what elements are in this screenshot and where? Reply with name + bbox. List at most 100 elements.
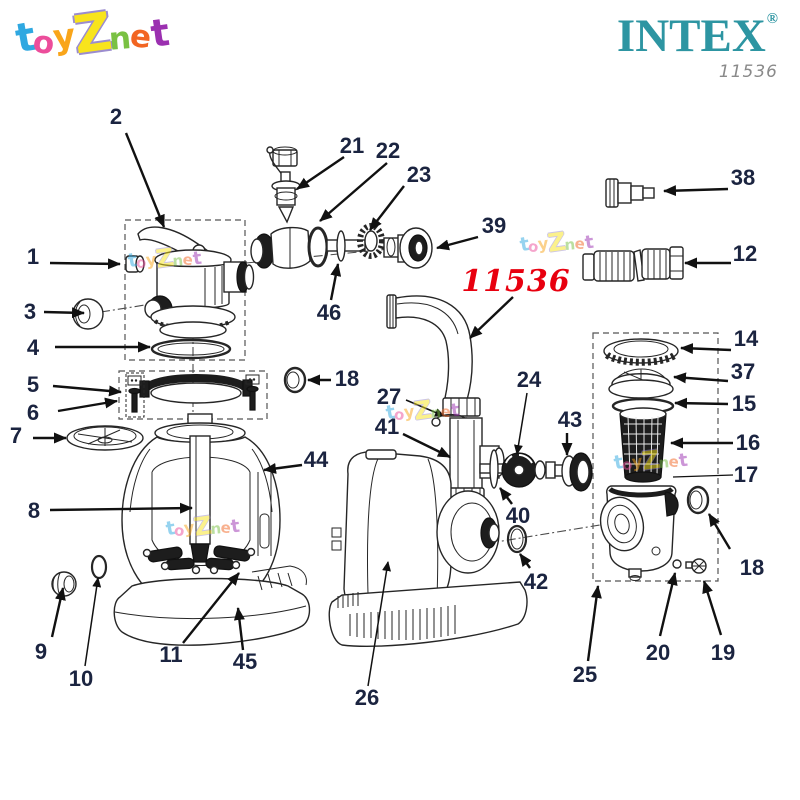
part-17-leader: [672, 474, 734, 478]
interconnect-hose-drawing: [582, 246, 684, 282]
tank-oring-drawing: [90, 554, 108, 580]
air-release-valve-drawing: [266, 146, 301, 224]
part-8-arrow: [49, 502, 193, 514]
part-label-16: 16: [736, 430, 760, 455]
part-label-8: 8: [28, 498, 40, 523]
part-label-6: 6: [27, 400, 39, 425]
part-3-arrow: [43, 307, 85, 319]
part-15-arrow: [674, 397, 729, 409]
logo-letter: t: [148, 9, 173, 57]
part-20-arrow: [658, 572, 678, 637]
part-5-arrow: [52, 384, 122, 397]
part-label-4: 4: [27, 335, 40, 360]
part-40-arrow: [499, 487, 513, 505]
check-ball-drawing: [672, 559, 682, 569]
part-41-arrow: [402, 432, 451, 459]
part-label-7: 7: [10, 423, 22, 448]
six-way-valve-drawing: [137, 226, 255, 339]
part-label-23: 23: [407, 162, 431, 187]
part-14-arrow: [680, 342, 732, 354]
part-label-37: 37: [731, 359, 755, 384]
air-valve-screw-drawing: [685, 558, 707, 574]
part-label-40: 40: [506, 503, 530, 528]
part-45-arrow: [233, 607, 245, 651]
part-2-arrow: [124, 132, 166, 228]
part-label-9: 9: [35, 639, 47, 664]
part-label-21: 21: [340, 133, 364, 158]
part-42-arrow: [519, 553, 532, 569]
part-label-3: 3: [24, 299, 36, 324]
part-44-arrow: [263, 462, 303, 474]
model-callout-arrow: [469, 296, 514, 339]
part-label-5: 5: [27, 372, 39, 397]
clamp-ring-drawing: [125, 372, 260, 418]
part-label-2: 2: [110, 104, 122, 129]
brand-block: INTEX® 11536: [616, 10, 778, 83]
part-1-arrow: [49, 258, 121, 270]
part-label-1: 1: [27, 244, 39, 269]
part-label-42: 42: [524, 569, 548, 594]
part-37-arrow: [673, 372, 729, 384]
motor-pump-drawing: [328, 449, 528, 647]
part-label-43: 43: [558, 407, 582, 432]
valve-piping-assembly-drawing: [250, 223, 433, 269]
part-6-arrow: [57, 397, 118, 413]
part-labels: 1 2 3 4 5 6 7 8 9 10 11 12 14 15 16 17 1…: [10, 104, 764, 710]
part-11-arrow: [182, 572, 240, 644]
registered-mark: ®: [766, 11, 778, 27]
part-label-22: 22: [376, 138, 400, 163]
part-label-17: 17: [734, 462, 758, 487]
valve-oring-drawing: [150, 338, 232, 360]
part-18-right-arrow: [707, 513, 732, 550]
grommet-right-drawing: [686, 485, 710, 515]
impeller-group-drawing: [479, 449, 593, 492]
filter-housing-drawing: [599, 338, 679, 581]
grommet-left-drawing: [283, 366, 307, 394]
brand-model-number: 11536: [718, 62, 778, 82]
part-label-18-right: 18: [740, 555, 764, 580]
part-label-26: 26: [355, 685, 379, 710]
part-24-arrow: [514, 392, 528, 455]
brand-logo: INTEX®: [616, 10, 778, 62]
pump-oring-drawing: [506, 524, 528, 554]
part-label-10: 10: [69, 666, 93, 691]
part-label-27: 27: [377, 384, 401, 409]
part-label-39: 39: [482, 213, 506, 238]
part-label-45: 45: [233, 649, 257, 674]
part-label-25: 25: [573, 662, 597, 687]
part-label-24: 24: [517, 367, 542, 392]
part-46-arrow: [329, 263, 342, 301]
part-label-38: 38: [731, 165, 755, 190]
part-label-12: 12: [733, 241, 757, 266]
part-21-arrow: [296, 156, 345, 190]
filter-assembly-box: [592, 332, 719, 582]
part-label-14: 14: [734, 326, 759, 351]
filter-tank-drawing: [113, 413, 311, 646]
part-19-arrow: [702, 580, 723, 636]
model-callout: 11536: [461, 264, 570, 299]
tank-drain-cap-drawing: [51, 571, 77, 597]
elbow-hose-drawing: [386, 294, 481, 417]
part-label-15: 15: [732, 391, 756, 416]
part-label-18-left: 18: [335, 366, 359, 391]
part-label-20: 20: [646, 640, 670, 665]
part-label-11: 11: [159, 642, 182, 667]
part-38-arrow: [663, 185, 729, 197]
diffuser-plate-drawing: [66, 425, 144, 451]
part-26-arrow: [367, 561, 392, 687]
leader-arrows: [33, 132, 734, 687]
part-10-arrow: [84, 577, 102, 667]
part-9-arrow: [50, 587, 66, 638]
part-23-arrow: [369, 185, 405, 231]
part-label-46: 46: [317, 300, 341, 325]
part-label-44: 44: [304, 447, 329, 472]
drain-cap-drawing: [72, 298, 104, 330]
valve-plug-drawing: [125, 255, 145, 273]
part-22-arrow: [319, 162, 388, 222]
part-label-41: 41: [375, 414, 399, 439]
part-25-arrow: [586, 585, 602, 662]
part-27-arrow: [405, 399, 445, 417]
